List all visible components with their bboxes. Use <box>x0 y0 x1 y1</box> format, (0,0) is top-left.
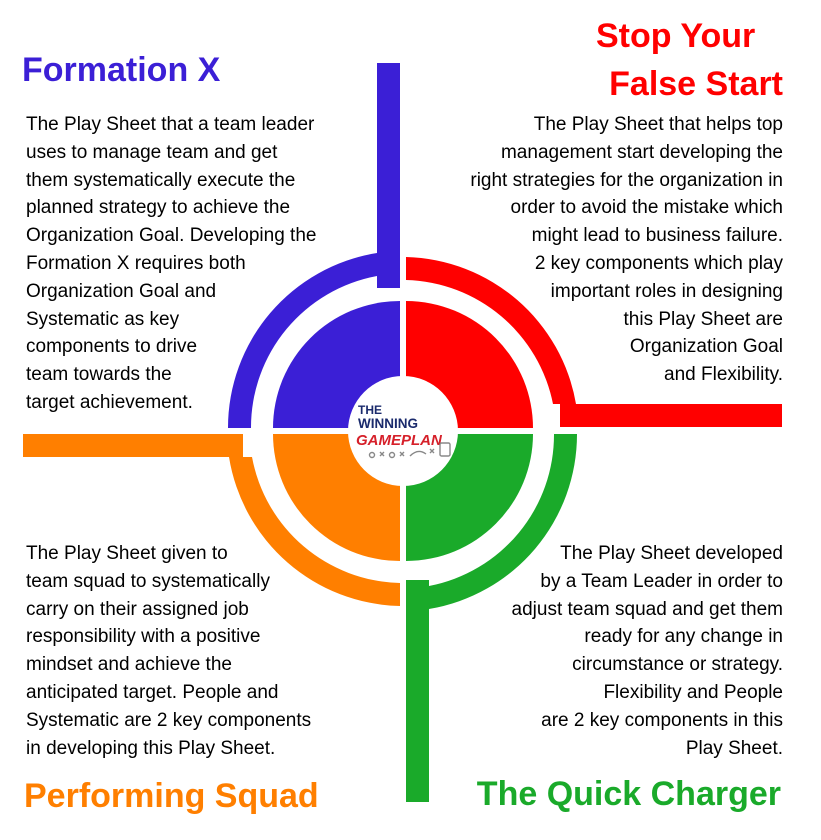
description-line: right strategies for the organization in <box>470 169 783 191</box>
description-line: Systematic are 2 key components <box>26 709 312 731</box>
description-line: in developing this Play Sheet. <box>26 737 276 759</box>
description-line: anticipated target. People and <box>26 681 279 703</box>
description-line: Flexibility and People <box>603 681 783 703</box>
description-line: The Play Sheet that helps top <box>533 114 783 135</box>
formation-x-description: The Play Sheet that a team leader uses to… <box>26 111 316 417</box>
description-line: management start developing the <box>500 141 783 163</box>
performing-squad-horizontal-bar <box>23 434 243 457</box>
description-line: ready for any change in <box>584 626 783 648</box>
description-line: 2 key components which play <box>534 252 783 274</box>
formation-x-title: Formation X <box>22 51 221 89</box>
description-line: might lead to business failure. <box>531 225 783 247</box>
description-line: mindset and achieve the <box>26 654 232 676</box>
description-line: them systematically execute the <box>26 169 296 191</box>
description-line: important roles in designing <box>550 280 783 302</box>
formation-x-outer-arc <box>227 253 377 428</box>
false-start-outer-arc <box>406 257 576 404</box>
description-line: this Play Sheet are <box>623 308 783 330</box>
description-line: order to avoid the mistake which <box>510 197 783 219</box>
performing-squad-outer-arc <box>229 457 400 606</box>
description-line: The Play Sheet given to <box>26 543 228 564</box>
description-line: planned strategy to achieve the <box>26 197 291 219</box>
quick-charger-description: The Play Sheet developed by a Team Leader… <box>512 540 783 762</box>
description-line: The Play Sheet that a team leader <box>26 114 315 135</box>
false-start-title-line1: Stop Your <box>596 17 756 55</box>
description-line: circumstance or strategy. <box>572 654 783 676</box>
quick-charger-title: The Quick Charger <box>476 775 781 813</box>
description-line: Organization Goal. Developing the <box>26 225 317 247</box>
logo-line2: WINNING <box>358 416 418 431</box>
logo-line3: GAMEPLAN <box>356 432 443 449</box>
description-line: are 2 key components in this <box>541 709 783 731</box>
quick-charger-vertical-bar <box>406 580 429 802</box>
false-start-title-line2: False Start <box>609 65 783 103</box>
description-line: Systematic as key <box>26 308 180 330</box>
description-line: Organization Goal <box>629 336 783 358</box>
description-line: target achievement. <box>26 391 193 413</box>
description-line: Formation X requires both <box>26 252 246 274</box>
description-line: responsibility with a positive <box>26 626 261 648</box>
quick-charger-outer-arc <box>429 434 578 609</box>
center-logo: THE WINNING GAMEPLAN <box>348 376 458 486</box>
description-line: team towards the <box>26 364 172 386</box>
description-line: by a Team Leader in order to <box>540 570 783 592</box>
description-line: carry on their assigned job <box>26 598 249 620</box>
performing-squad-title: Performing Squad <box>24 777 319 815</box>
description-line: uses to manage team and get <box>26 141 278 163</box>
description-line: components to drive <box>26 336 198 358</box>
logo-line1: THE <box>358 403 382 417</box>
description-line: team squad to systematically <box>26 570 270 592</box>
description-line: Organization Goal and <box>26 280 217 302</box>
description-line: adjust team squad and get them <box>511 598 783 620</box>
performing-squad-description: The Play Sheet given to team squad to sys… <box>26 540 311 762</box>
false-start-description: The Play Sheet that helps top management … <box>470 111 783 389</box>
description-line: and Flexibility. <box>664 364 783 386</box>
description-line: The Play Sheet developed <box>560 543 783 564</box>
false-start-horizontal-bar <box>560 404 782 427</box>
play-diagram-icon <box>368 442 451 459</box>
formation-x-vertical-bar <box>377 63 400 288</box>
logo-circle <box>348 376 458 486</box>
description-line: Play Sheet. <box>685 737 783 759</box>
